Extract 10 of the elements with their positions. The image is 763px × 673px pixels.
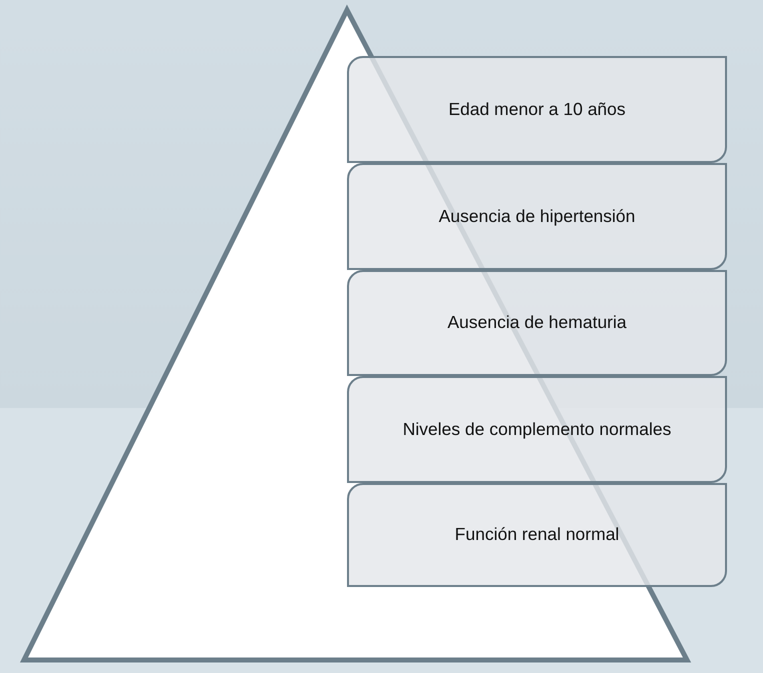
list-box — [347, 376, 727, 483]
box-label: Ausencia de hematuria — [448, 312, 626, 334]
list-box — [347, 483, 727, 587]
list-box — [347, 56, 727, 163]
box-label: Función renal normal — [454, 524, 620, 546]
list-box — [347, 163, 727, 270]
box-label: Edad menor a 10 años — [448, 98, 626, 120]
list-box — [347, 270, 727, 376]
box-label: Niveles de complemento normales — [402, 418, 672, 440]
box-label: Ausencia de hipertensión — [438, 206, 636, 228]
